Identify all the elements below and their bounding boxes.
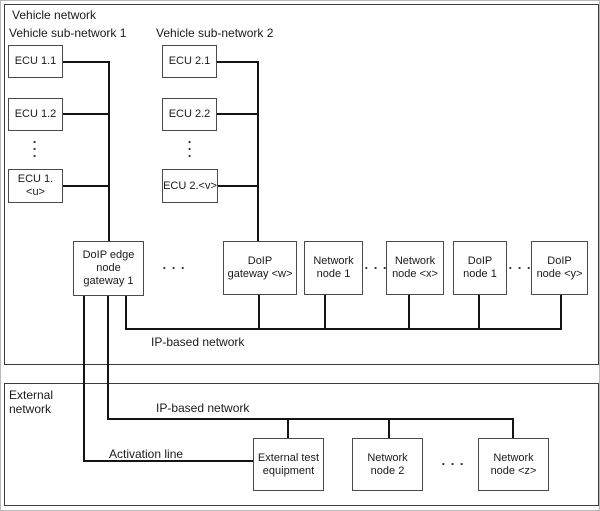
node-ecu-1-1: ECU 1.1	[8, 45, 63, 78]
node-ecu-1-u: ECU 1.<u>	[8, 169, 63, 203]
node-network-node-2: Network node 2	[352, 438, 423, 491]
subnetwork-2-title: Vehicle sub-network 2	[156, 26, 274, 40]
node-doip-edge-node-gateway-1: DoIP edge node gateway 1	[73, 241, 144, 296]
vehicle-ip-bus-label: IP-based network	[151, 335, 245, 349]
node-ecu-2-v: ECU 2.<v>	[162, 169, 218, 203]
node-external-test-equipment: External test equipment	[253, 438, 324, 491]
ellipsis-subnet1: . . .	[32, 131, 38, 160]
subnetwork-1-title: Vehicle sub-network 1	[9, 26, 127, 40]
external-ip-bus-label: IP-based network	[156, 401, 250, 415]
external-network-title: External network	[9, 388, 54, 416]
activation-line-label: Activation line	[109, 447, 184, 461]
external-network-boundary	[4, 383, 599, 506]
vehicle-network-boundary	[4, 4, 599, 365]
ellipsis-backbone-doip-nodes: . . .	[508, 257, 532, 272]
ellipsis-backbone-network-nodes: . . .	[364, 257, 388, 272]
node-ecu-2-1: ECU 2.1	[162, 45, 217, 78]
ellipsis-external-nodes: . . .	[441, 453, 465, 468]
node-network-node-1: Network node 1	[304, 241, 363, 295]
node-doip-node-1: DoIP node 1	[453, 241, 507, 295]
node-ecu-1-2: ECU 1.2	[8, 98, 63, 131]
vehicle-network-title: Vehicle network	[12, 8, 97, 22]
node-ecu-2-2: ECU 2.2	[162, 98, 217, 131]
ellipsis-subnet2: . . .	[187, 131, 193, 160]
node-doip-node-y: DoIP node <y>	[531, 241, 588, 295]
node-network-node-x: Network node <x>	[386, 241, 444, 295]
node-doip-gateway-w: DoIP gateway <w>	[223, 241, 297, 295]
node-network-node-z: Network node <z>	[478, 438, 549, 491]
ellipsis-backbone-gateways: . . .	[162, 257, 186, 272]
